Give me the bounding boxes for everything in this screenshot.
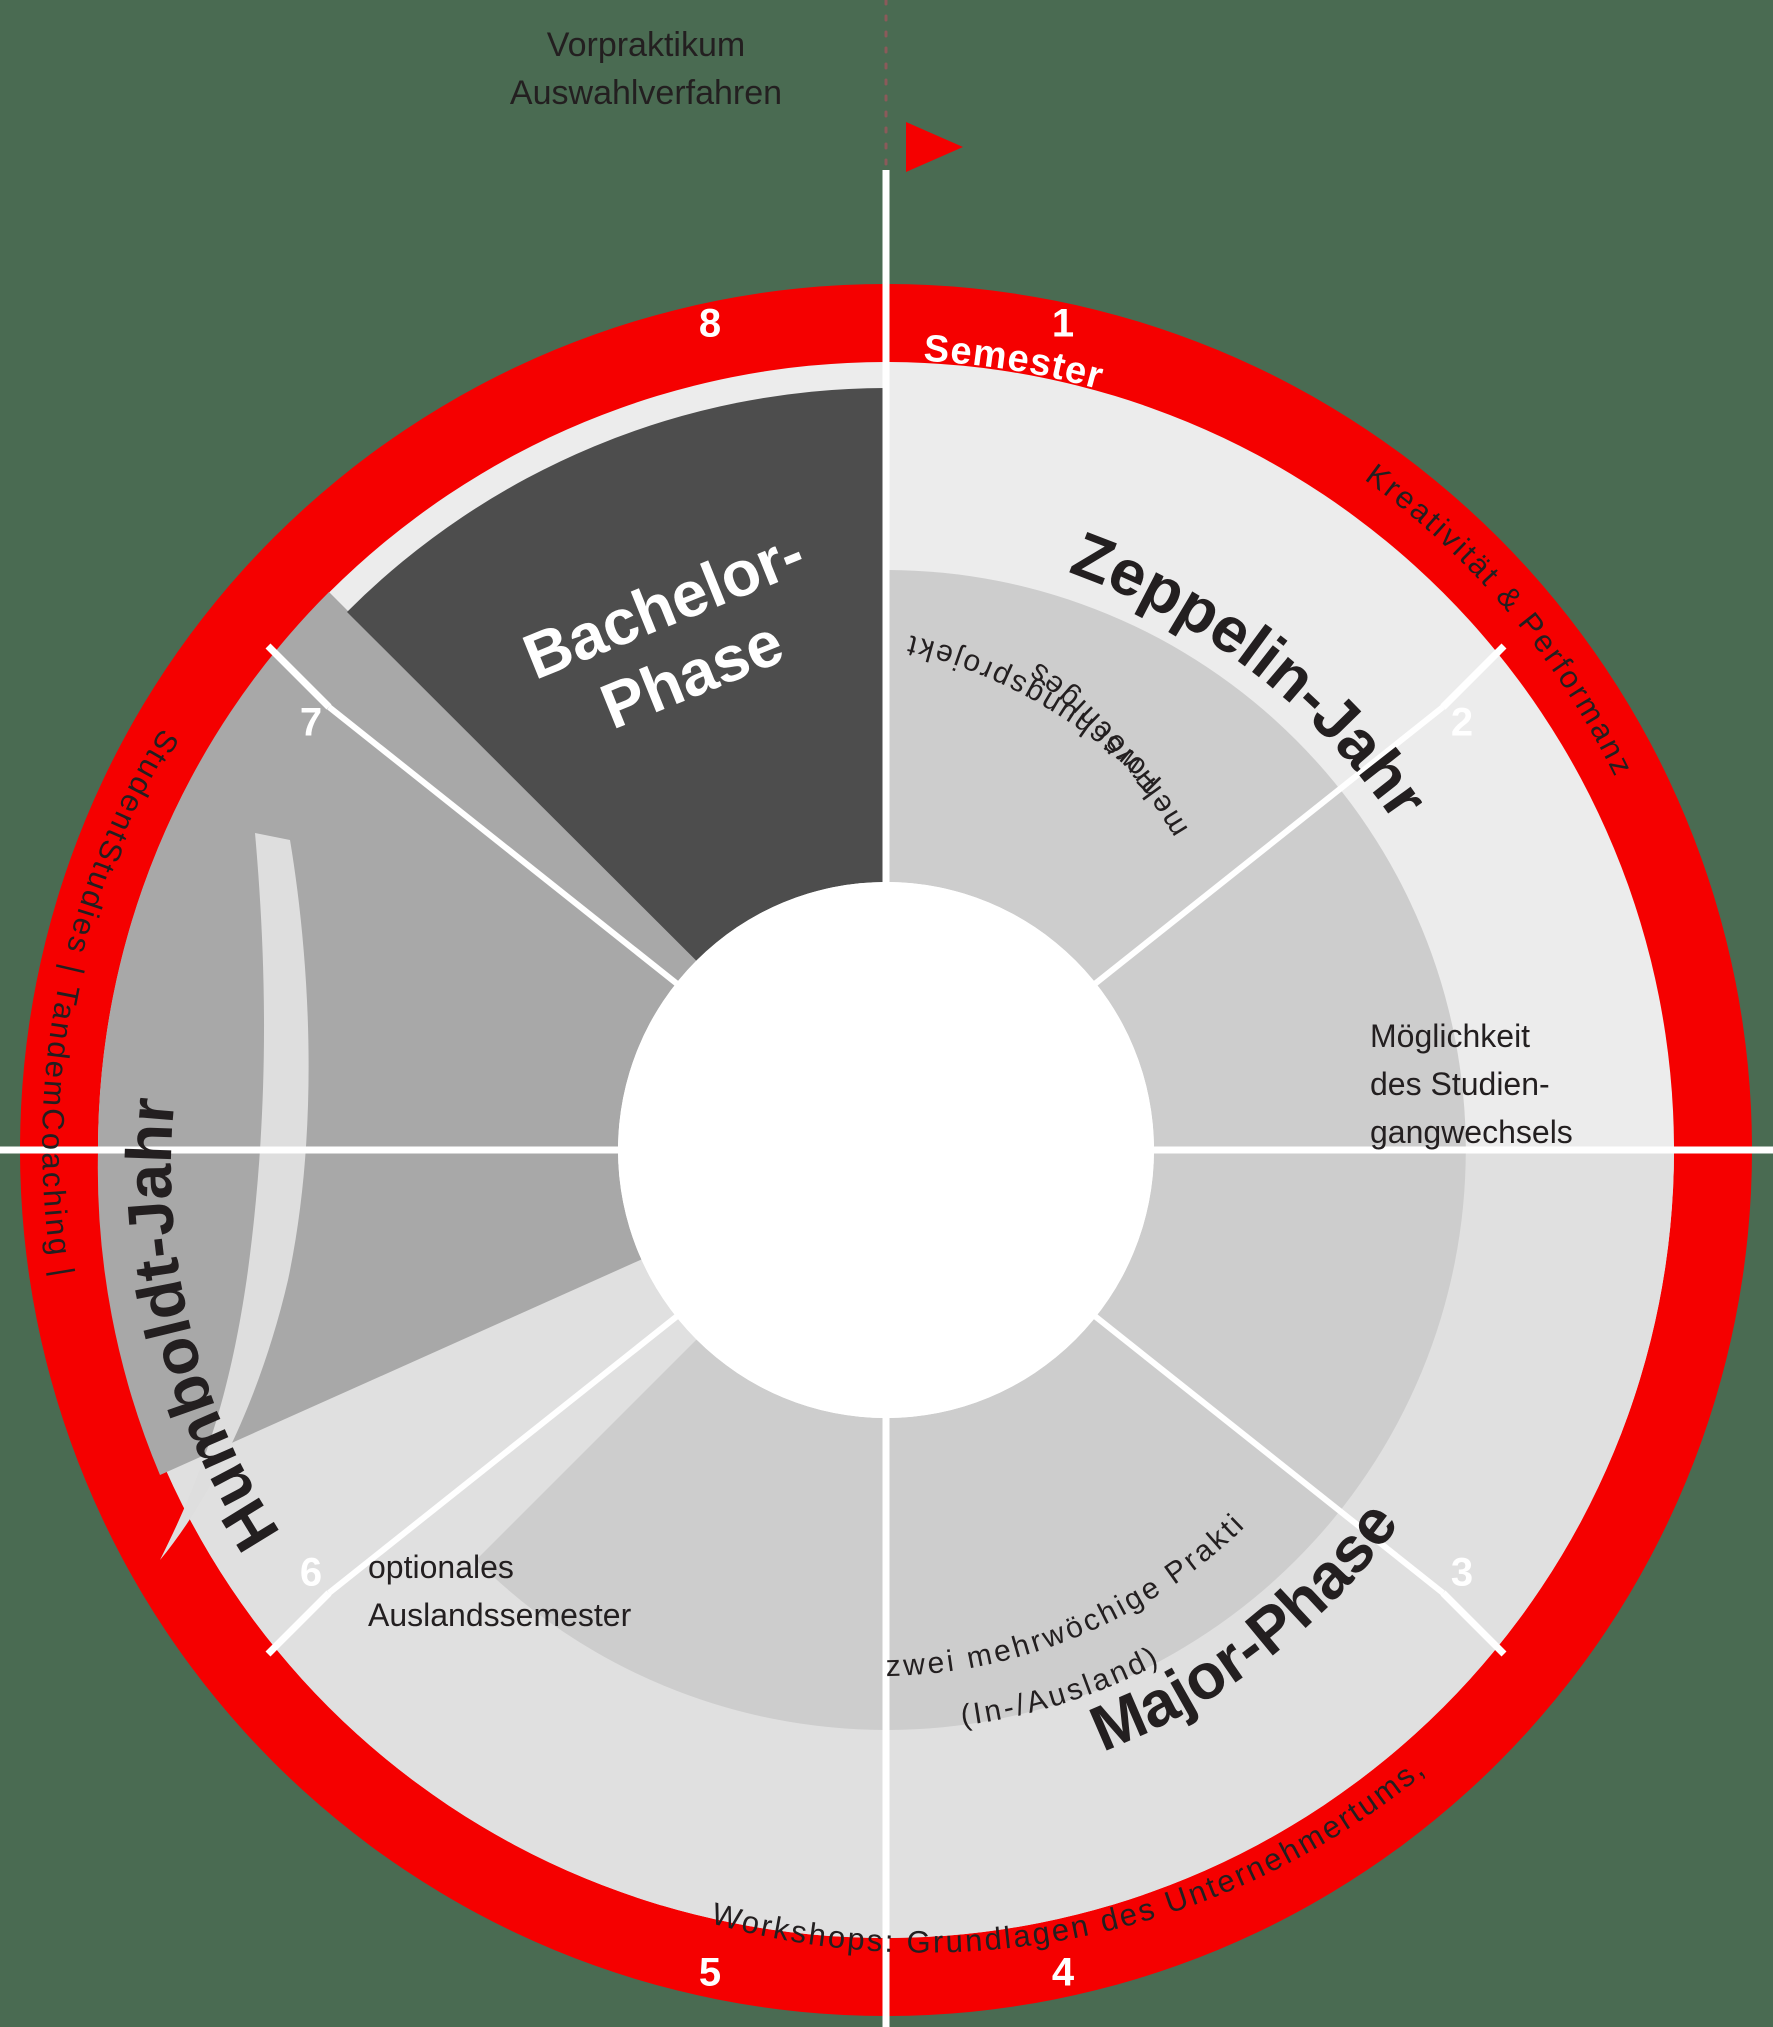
tick-sw [265, 1590, 332, 1657]
note-studiengangwechsel-line-3: gangwechsels [1370, 1114, 1573, 1150]
note-studiengangwechsel: Möglichkeit des Studien- gangwechsels [1370, 1018, 1573, 1150]
tick-ne [1440, 643, 1507, 710]
note-studiengangwechsel-line-1: Möglichkeit [1370, 1018, 1530, 1054]
tick-se [1440, 1590, 1507, 1657]
semester-number-6: 6 [300, 1551, 322, 1595]
semester-number-5: 5 [699, 1951, 721, 1995]
top-label-line-2: Auswahlverfahren [510, 74, 782, 112]
semester-number-8: 8 [699, 302, 721, 346]
top-label-line-1: Vorpraktikum [547, 26, 745, 64]
semester-number-1: 1 [1052, 302, 1074, 346]
semester-number-7: 7 [300, 701, 322, 745]
center-hub-overlay [618, 882, 1154, 1418]
leaf-highlight-shape [160, 833, 309, 1560]
note-auslandssemester-line-1: optionales [368, 1549, 514, 1585]
semester-number-2: 2 [1451, 701, 1473, 745]
semester-number-4: 4 [1052, 1951, 1075, 1995]
note-studiengangwechsel-line-2: des Studien- [1370, 1066, 1550, 1102]
top-annotation: Vorpraktikum Auswahlverfahren [510, 0, 963, 174]
play-triangle-icon [906, 122, 963, 172]
note-auslandssemester-line-2: Auslandssemester [368, 1597, 632, 1633]
tick-nw [265, 643, 332, 710]
semester-numbers: 1 2 3 4 5 6 7 8 [300, 302, 1473, 1995]
semester-number-3: 3 [1451, 1551, 1473, 1595]
note-auslandssemester: optionales Auslandssemester [368, 1549, 632, 1633]
